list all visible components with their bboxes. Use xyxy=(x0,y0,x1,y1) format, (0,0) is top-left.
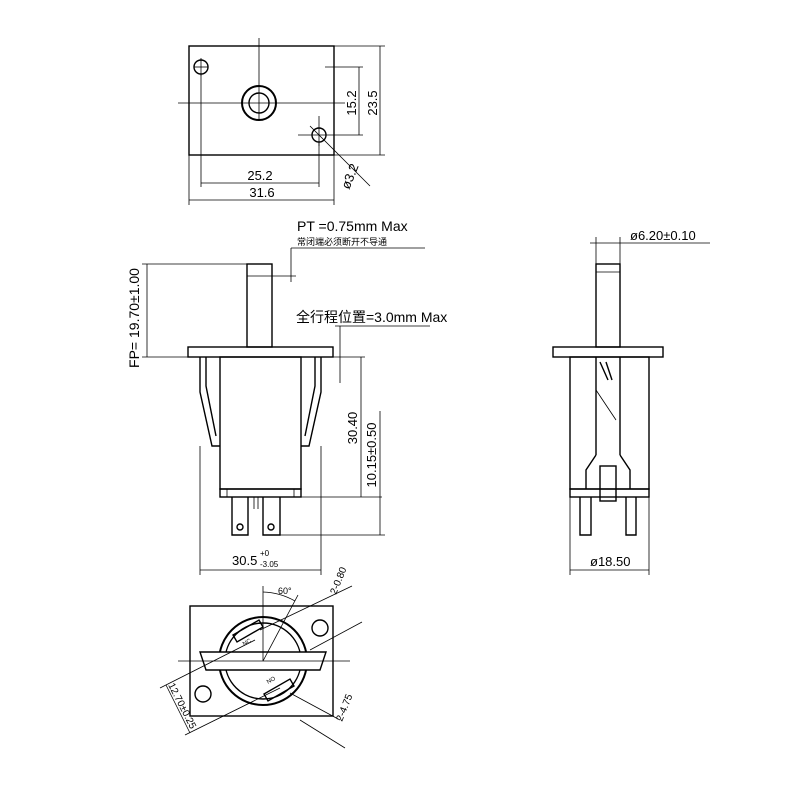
dim-plate-width: 31.6 xyxy=(249,185,274,200)
dim-terminal-width: 2-4.75 xyxy=(335,692,356,723)
side-view: PT =0.75mm Max 常闭端必须断开不导通 全行程位置=3.0mm Ma… xyxy=(126,218,447,575)
side-view-clip-right xyxy=(301,357,322,447)
dim-angle: 60° xyxy=(278,586,292,596)
dim-hole-spacing-vertical: 15.2 xyxy=(344,90,359,115)
dim-free-position: FP= 19.70±1.00 xyxy=(126,268,142,368)
dim-terminal-length: 10.15±0.50 xyxy=(364,423,379,488)
top-view-plate xyxy=(188,45,335,156)
dim-hole-spacing-horizontal: 25.2 xyxy=(247,168,272,183)
bottom-view-hole-right xyxy=(311,619,329,637)
right-view-terminal-right xyxy=(625,497,637,536)
right-view-terminal-left xyxy=(579,497,592,536)
top-view: 15.2 23.5 25.2 31.6 ø3.2 xyxy=(178,38,385,205)
right-view: ø6.20±0.10 ø18.50 xyxy=(552,228,710,575)
side-view-base xyxy=(219,488,302,498)
dim-body-width-tol-lower: -3.05 xyxy=(260,560,279,569)
side-view-clip-left xyxy=(199,357,220,447)
dim-body-diameter: ø18.50 xyxy=(590,554,630,569)
side-view-terminal-right xyxy=(262,497,281,536)
bottom-view-terminal-no xyxy=(263,678,295,702)
dim-body-height: 30.40 xyxy=(345,412,360,445)
pt-note: 常闭端必须断开不导通 xyxy=(297,236,387,247)
dim-terminal-spacing: 12.70±0.25 xyxy=(165,681,198,731)
right-view-plunger xyxy=(595,263,621,348)
right-view-base xyxy=(569,488,650,498)
side-view-terminal-left xyxy=(231,497,249,536)
bottom-view-hole-left xyxy=(194,685,212,703)
dim-body-width: 30.5 xyxy=(232,553,257,568)
right-view-body xyxy=(569,356,650,490)
dim-terminal-thickness: 2-0.80 xyxy=(329,565,350,596)
right-view-flange xyxy=(552,346,664,358)
terminal-label-no: NO xyxy=(266,676,277,686)
side-view-body xyxy=(219,356,302,490)
side-view-flange xyxy=(187,346,334,358)
bottom-view-terminal-nc xyxy=(232,619,264,643)
dim-hole-diameter: ø3.2 xyxy=(338,161,362,191)
terminal-label-nc: NC xyxy=(242,638,253,648)
side-view-plunger xyxy=(246,263,273,348)
travel-label: 全行程位置=3.0mm Max xyxy=(296,309,447,325)
bottom-view: NC NO 60° 2-0.80 2-4.75 12.70±0.25 xyxy=(159,565,363,749)
pt-label: PT =0.75mm Max xyxy=(297,218,408,234)
dim-plunger-diameter: ø6.20±0.10 xyxy=(630,228,696,243)
dim-body-width-tol-upper: +0 xyxy=(260,549,270,558)
dim-plate-height: 23.5 xyxy=(365,90,380,115)
